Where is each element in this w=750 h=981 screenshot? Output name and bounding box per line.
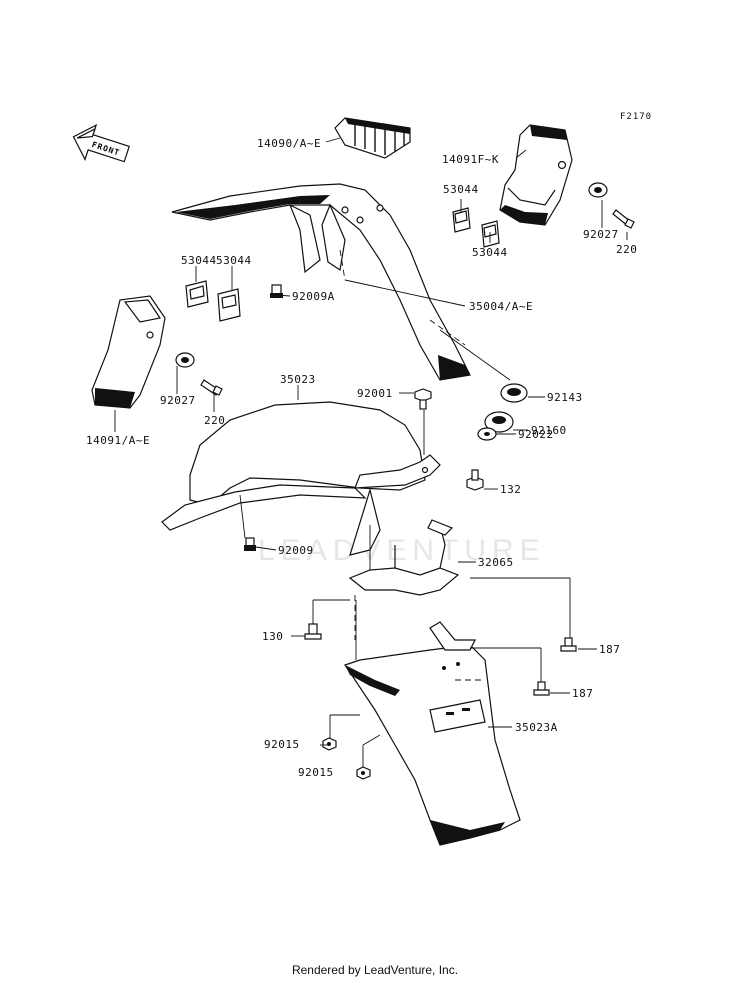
- label-53044-d: 53044: [472, 246, 508, 259]
- part-53044-clip-c: [452, 207, 471, 233]
- part-35004-front-fender: [171, 183, 471, 381]
- part-92022-washer: [477, 427, 497, 441]
- label-220-right: 220: [616, 243, 638, 256]
- part-132-bolt: [466, 469, 484, 491]
- label-35023a: 35023A: [515, 721, 558, 734]
- part-92143-collar: [500, 383, 528, 403]
- part-92160-damper: [484, 411, 514, 433]
- watermark-text: LEADVENTURE: [258, 534, 546, 567]
- part-53044-clip-d: [481, 220, 500, 248]
- label-92022: 92022: [518, 428, 554, 441]
- part-92027-grommet-right: [588, 182, 608, 198]
- label-220-left: 220: [204, 414, 226, 427]
- part-92009-bolt: [244, 537, 256, 551]
- part-92001-bolt: [414, 388, 432, 410]
- figure-id: F2170: [620, 112, 653, 122]
- label-14091fk: 14091F~K: [442, 153, 499, 166]
- part-14091ae-cover: [91, 295, 166, 409]
- label-132: 132: [500, 483, 522, 496]
- part-14090-cover: [334, 117, 411, 159]
- label-92015-a: 92015: [264, 738, 300, 751]
- label-92001: 92001: [357, 387, 393, 400]
- label-53044-a: 53044: [181, 254, 217, 267]
- label-92027-left: 92027: [160, 394, 196, 407]
- label-130: 130: [262, 630, 284, 643]
- part-130-bolt: [304, 623, 322, 640]
- part-187-bolt-a: [560, 637, 577, 652]
- label-92009: 92009: [278, 544, 314, 557]
- part-35023-rear-fender: [161, 401, 441, 556]
- part-53044-clip-a: [185, 280, 209, 308]
- label-187-b: 187: [572, 687, 594, 700]
- label-92015-b: 92015: [298, 766, 334, 779]
- part-220-bolt-right: [612, 209, 635, 229]
- part-35023a-mudguard: [344, 621, 521, 846]
- label-187-a: 187: [599, 643, 621, 656]
- footer-credit: Rendered by LeadVenture, Inc.: [291, 963, 459, 977]
- part-53044-clip-b: [217, 288, 241, 322]
- label-92027-right: 92027: [583, 228, 619, 241]
- part-32065-bracket: [348, 519, 460, 596]
- part-92009a-bolt: [270, 284, 283, 298]
- part-220-bolt-left: [200, 379, 223, 396]
- part-92015-nut-a: [322, 737, 337, 751]
- label-32065: 32065: [478, 556, 514, 569]
- label-14091ae: 14091/A~E: [86, 434, 151, 447]
- label-92143: 92143: [547, 391, 583, 404]
- label-35023: 35023: [280, 373, 316, 386]
- label-92160: 92160: [531, 424, 567, 437]
- label-35004: 35004/A~E: [469, 300, 534, 313]
- part-14091fk-cover: [499, 124, 573, 226]
- part-92027-grommet-left: [175, 352, 195, 368]
- front-arrow-icon: FRONT: [72, 123, 130, 163]
- label-53044-b: 53044: [216, 254, 252, 267]
- label-53044-c: 53044: [443, 183, 479, 196]
- label-14090: 14090/A~E: [257, 137, 322, 150]
- label-92009a: 92009A: [292, 290, 335, 303]
- part-187-bolt-b: [533, 681, 550, 696]
- part-92015-nut-b: [356, 766, 371, 780]
- leader-lines: [114, 137, 628, 767]
